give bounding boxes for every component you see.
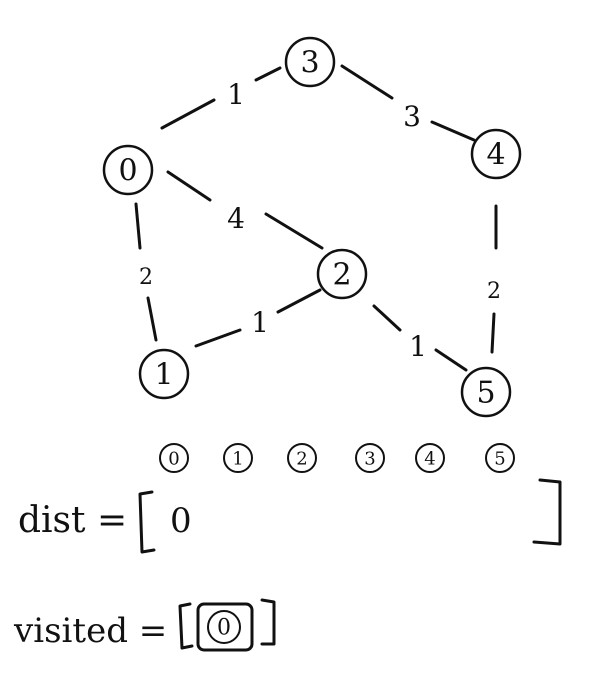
dist-open-bracket [138,490,156,554]
visited-open-bracket [178,602,194,650]
edge-weight-4-5: 2 [487,279,501,304]
index-4-label: 4 [424,449,435,470]
edge-1-2 [194,288,322,348]
node-3-label: 3 [300,46,319,81]
visited-value-0: 0 [217,616,231,641]
visited-item-box [196,602,254,652]
visited-label: visited = [13,611,167,651]
dist-close-bracket [532,478,562,546]
node-5-label: 5 [476,376,495,411]
edge-0-1 [134,202,158,342]
index-3-label: 3 [364,449,375,470]
edge-weight-3-4: 3 [403,100,421,133]
node-0-label: 0 [118,154,137,189]
node-1-circle [138,348,190,400]
visited-item-circle [207,610,241,644]
index-0-label: 0 [168,449,179,470]
dist-label: dist = [18,500,127,541]
edge-4-5 [490,204,498,354]
index-1-circle [223,443,253,473]
edge-weight-2-5: 1 [409,330,427,363]
edge-weight-0-3: 1 [227,78,245,111]
node-4-circle [470,128,522,180]
index-4-circle [415,443,445,473]
edge-weight-1-2: 1 [251,306,269,339]
dist-value-0: 0 [170,501,192,541]
edge-3-4 [340,64,476,142]
visited-close-bracket [260,598,276,646]
node-3-circle [284,36,336,88]
index-2-label: 2 [296,449,307,470]
node-5-circle [460,366,512,418]
index-0-circle [159,443,189,473]
node-1-label: 1 [154,358,173,393]
edge-2-5 [372,304,468,372]
edge-weight-0-1: 2 [139,265,153,290]
index-3-circle [355,443,385,473]
node-0-circle [102,144,154,196]
index-1-label: 1 [232,449,243,470]
edge-0-3 [160,66,282,130]
node-2-label: 2 [332,258,351,293]
node-4-label: 4 [486,138,505,173]
index-2-circle [287,443,317,473]
edge-weight-0-2: 4 [227,202,245,235]
node-2-circle [316,248,368,300]
edge-0-2 [166,170,324,250]
index-5-label: 5 [494,449,505,470]
index-5-circle [485,443,515,473]
